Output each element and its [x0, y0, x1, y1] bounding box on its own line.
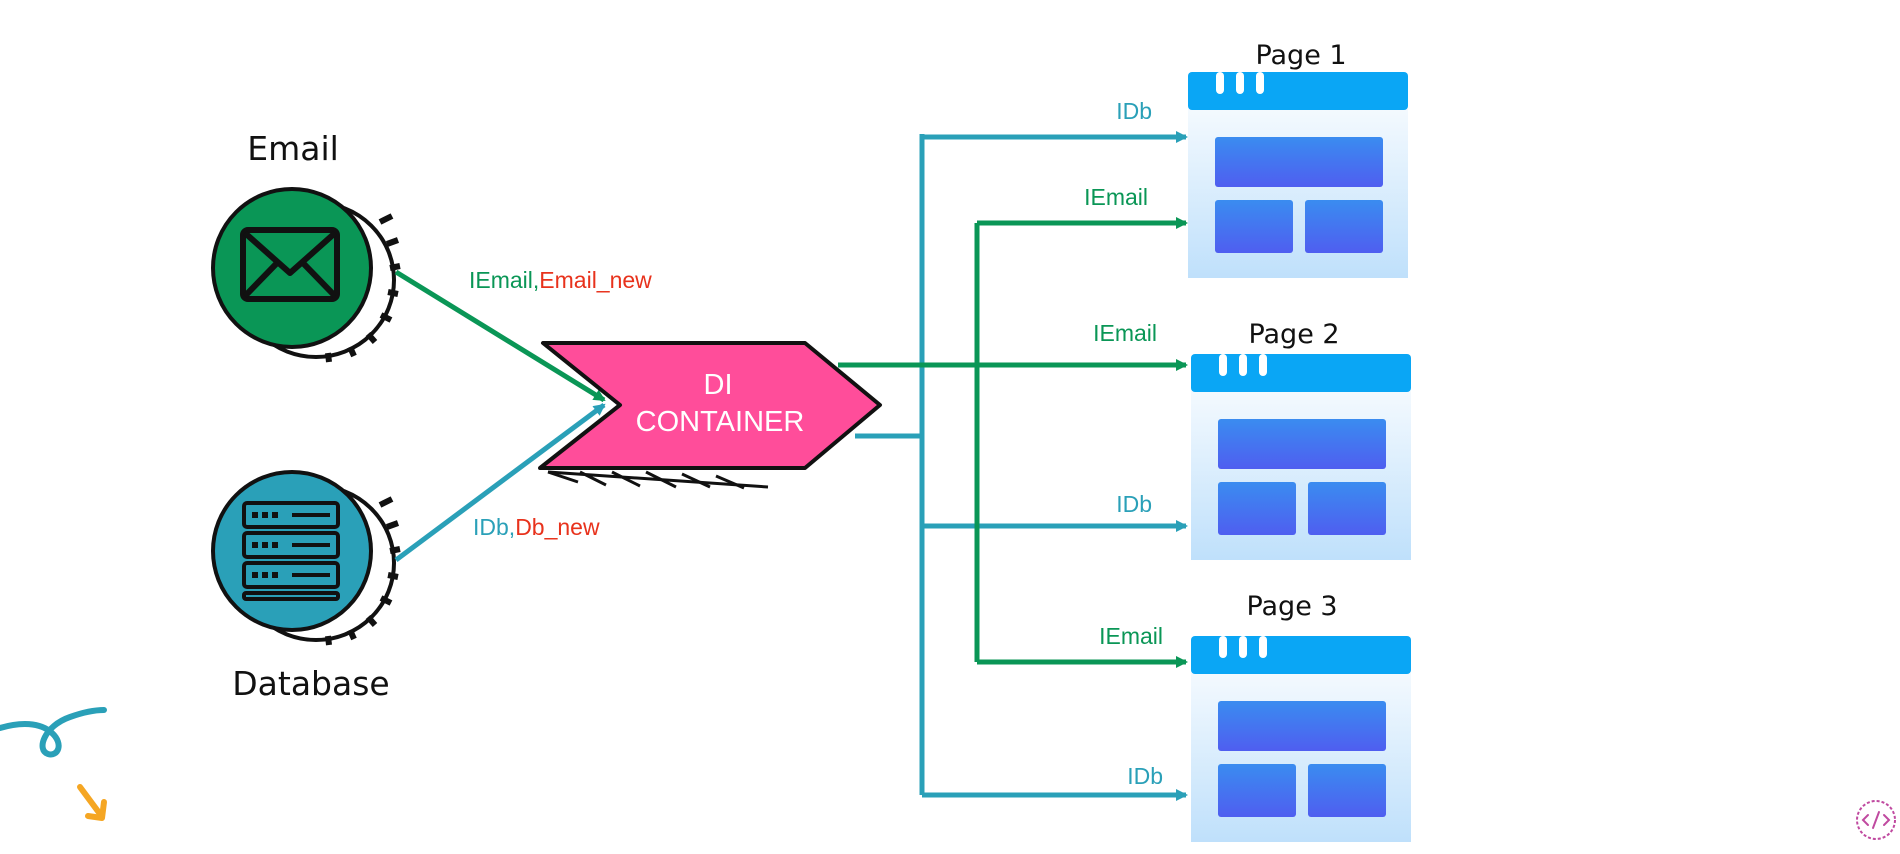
page-1: Page 1 [1188, 40, 1408, 278]
page1-bottom-label: IEmail [1084, 184, 1148, 210]
page-2-block-left [1218, 482, 1296, 535]
page-1-block-wide [1215, 137, 1383, 187]
page3-top-label: IEmail [1099, 623, 1163, 649]
db-to-container-arrow [394, 402, 606, 563]
container-shape [538, 341, 882, 470]
email-edge-interface: IEmail [469, 267, 533, 293]
swirl-doodle-icon [0, 707, 107, 758]
db-edge-separator: , [509, 514, 515, 540]
code-badge-icon [1856, 800, 1896, 840]
di-container: DI CONTAINER [538, 341, 882, 490]
email-to-container-arrow [394, 269, 606, 403]
email-edge-label: IEmail,Email_new [469, 267, 652, 293]
page-1-block-left [1215, 200, 1293, 253]
db-edge-impl: Db_new [515, 514, 600, 540]
db-edge-interface: IDb [473, 514, 509, 540]
email-coin-ridges [325, 213, 401, 363]
arrow-doodle-icon [77, 784, 107, 821]
database-title: Database [232, 664, 389, 703]
database-coin-ridges [325, 496, 401, 646]
page-2: Page 2 [1191, 319, 1411, 560]
page-2-title: Page 2 [1248, 319, 1339, 350]
email-edge-separator: , [533, 267, 539, 293]
page-3-block-wide [1218, 701, 1386, 751]
page-2-tabs [1219, 354, 1267, 376]
input-edges: IEmail,Email_new IDb,Db_new [394, 267, 652, 563]
page-3-title: Page 3 [1246, 591, 1337, 622]
page-2-block-right [1308, 482, 1386, 535]
db-edge-label: IDb,Db_new [473, 514, 600, 540]
page-3-block-left [1218, 764, 1296, 817]
container-label-line2: CONTAINER [636, 406, 805, 438]
page-2-block-wide [1218, 419, 1386, 469]
page2-bottom-label: IDb [1116, 491, 1152, 517]
page-1-title: Page 1 [1255, 40, 1346, 71]
email-edge-impl: Email_new [539, 267, 652, 293]
page3-bottom-label: IDb [1127, 763, 1163, 789]
page-1-tabs [1216, 72, 1264, 94]
page2-top-label: IEmail [1093, 320, 1157, 346]
page-3-tabs [1219, 636, 1267, 658]
email-title: Email [247, 129, 339, 168]
email-source: Email [211, 129, 401, 363]
page-3-block-right [1308, 764, 1386, 817]
page1-top-label: IDb [1116, 98, 1152, 124]
container-shadow-stripes [547, 470, 769, 490]
output-edges [838, 131, 1188, 801]
output-edge-labels: IDb IEmail IEmail IDb IEmail IDb [1084, 98, 1163, 789]
database-source: Database [211, 470, 401, 703]
envelope-icon [240, 227, 340, 302]
page-1-block-right [1305, 200, 1383, 253]
page-3: Page 3 [1191, 591, 1411, 842]
server-rack-icon [242, 501, 340, 601]
container-label-line1: DI [704, 369, 733, 401]
